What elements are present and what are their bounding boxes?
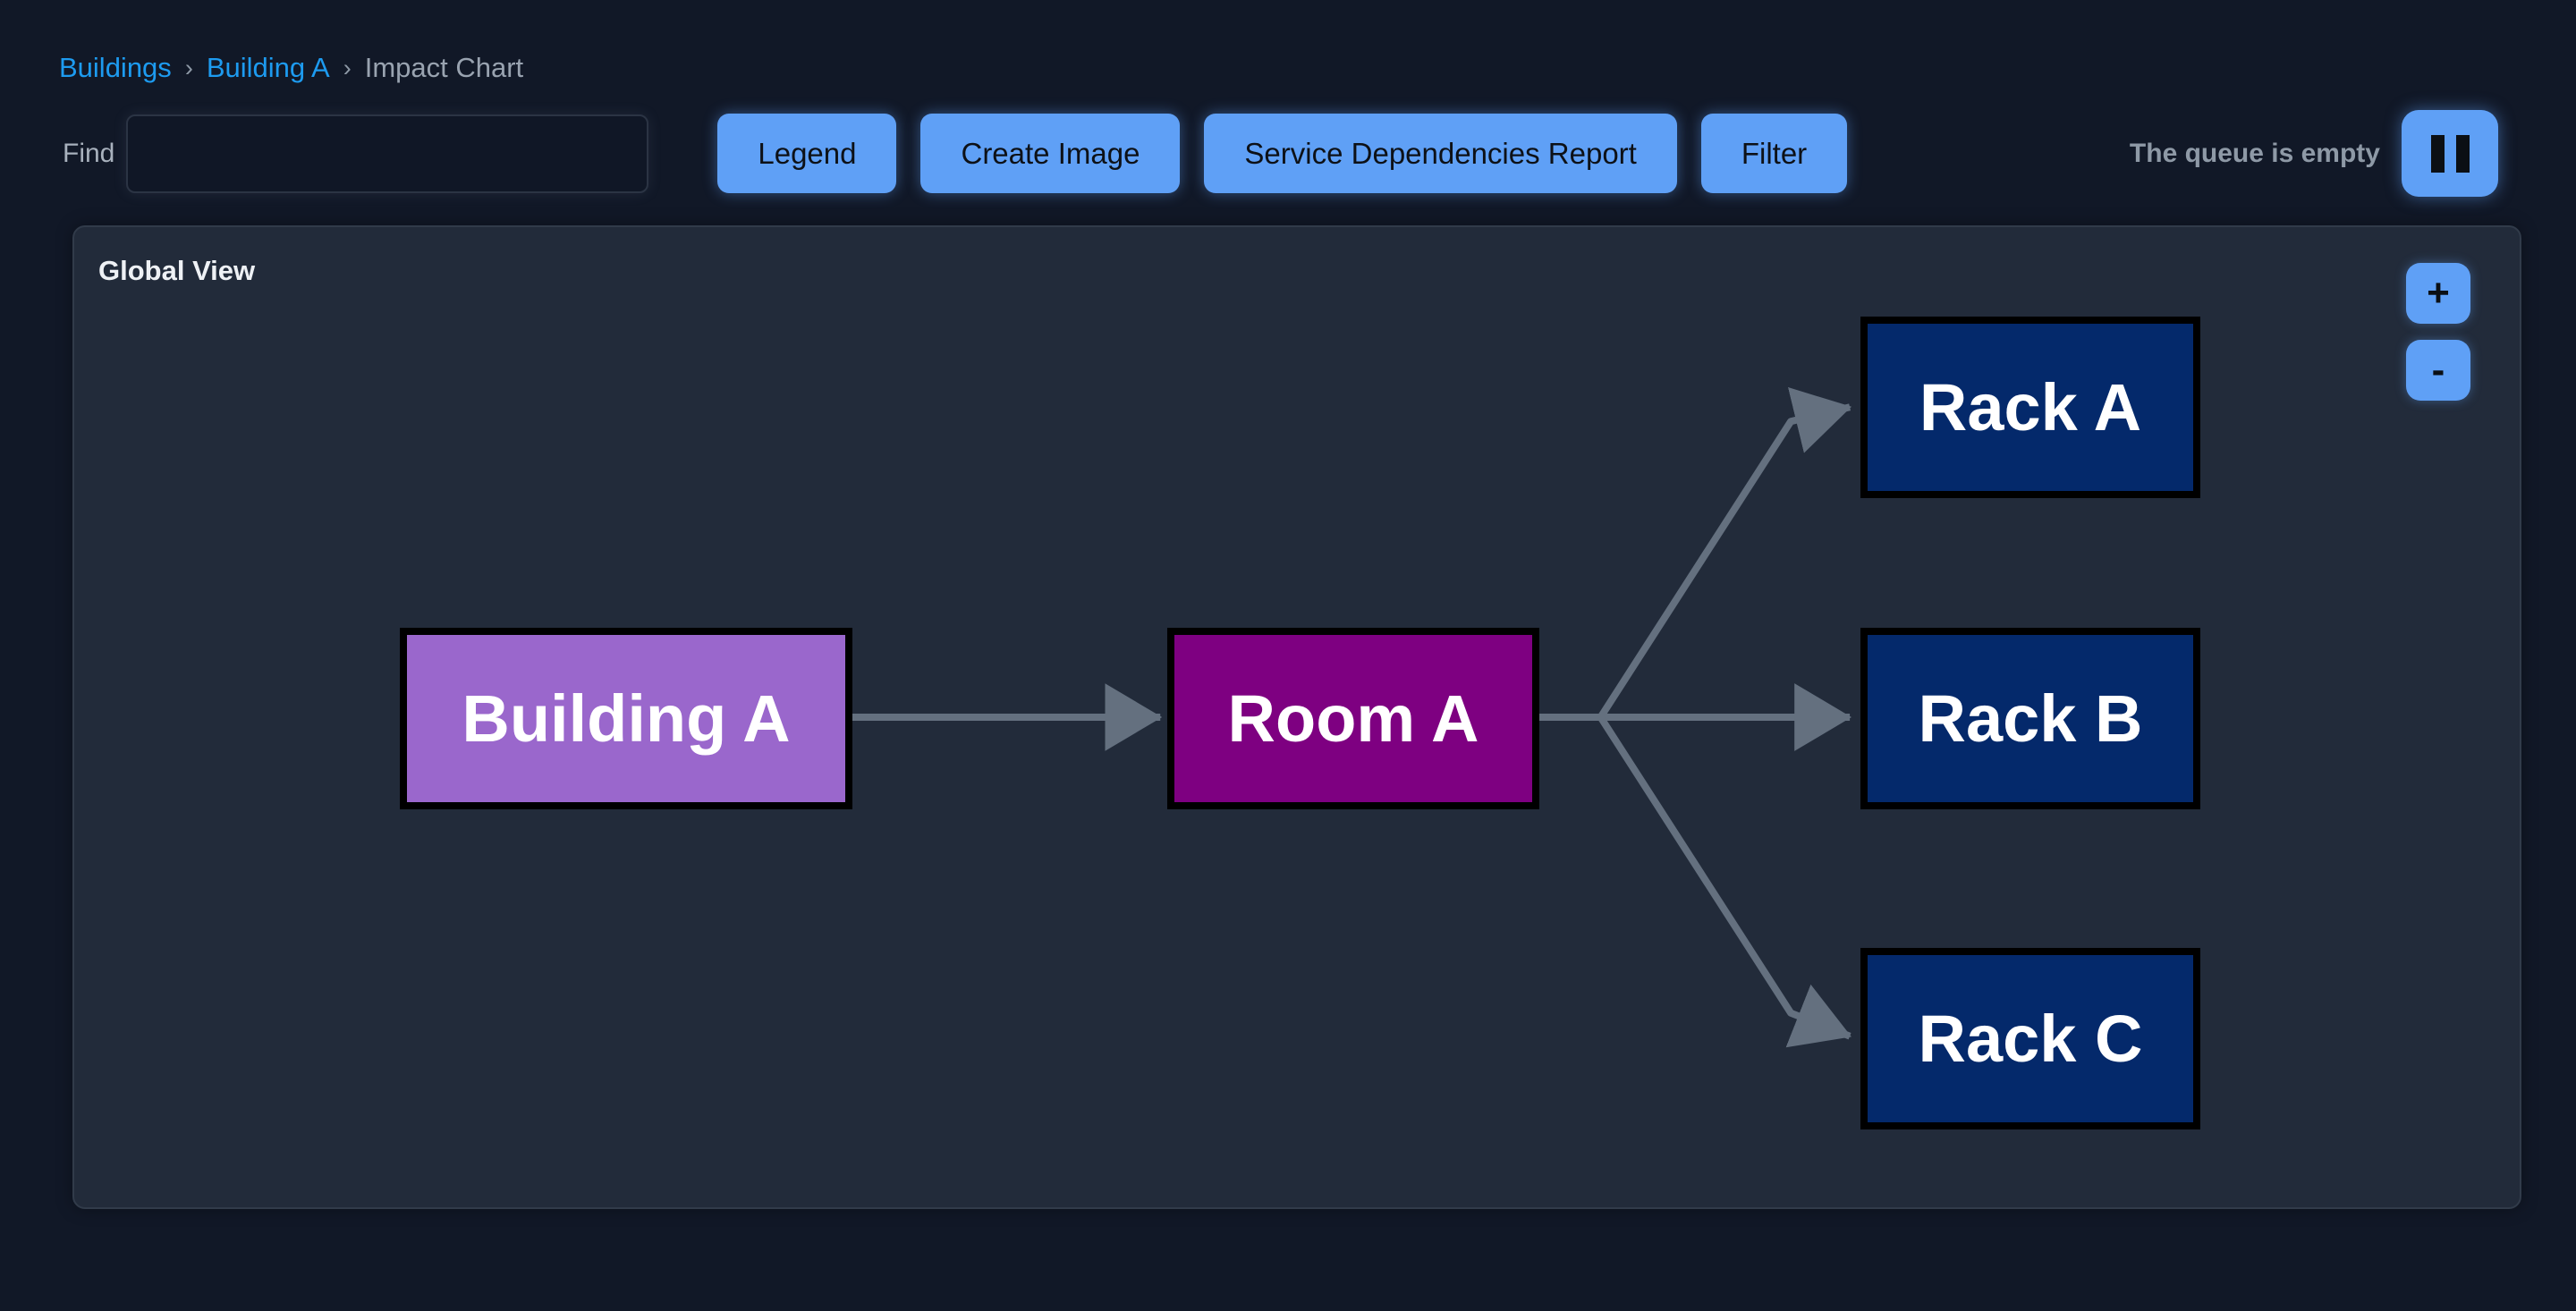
breadcrumb-item-building-a[interactable]: Building A [206, 52, 330, 83]
breadcrumb-item-buildings[interactable]: Buildings [59, 52, 172, 83]
service-dependencies-report-button[interactable]: Service Dependencies Report [1204, 114, 1677, 193]
node-rack-b[interactable]: Rack B [1860, 628, 2200, 809]
queue-status-text: The queue is empty [2129, 138, 2380, 168]
zoom-in-button[interactable]: + [2406, 263, 2470, 324]
impact-chart-diagram: Building A Room A Rack A Rack B Rack C [74, 227, 2520, 1207]
find-label: Find [63, 138, 115, 168]
node-building-a[interactable]: Building A [400, 628, 852, 809]
zoom-controls: + - [2406, 263, 2470, 401]
breadcrumb-item-impact-chart: Impact Chart [364, 52, 524, 83]
edge-fork-to-rack-c [1597, 715, 1852, 1048]
toolbar-buttons: Legend Create Image Service Dependencies R… [717, 114, 1848, 193]
toolbar: Find Legend Create Image Service Dependenc… [63, 110, 2498, 197]
node-rack-c[interactable]: Rack C [1860, 948, 2200, 1129]
create-image-button[interactable]: Create Image [920, 114, 1181, 193]
node-rack-a[interactable]: Rack A [1860, 317, 2200, 498]
find-input[interactable] [126, 114, 649, 193]
node-room-a[interactable]: Room A [1167, 628, 1539, 809]
zoom-out-button[interactable]: - [2406, 340, 2470, 401]
panel-title: Global View [98, 255, 256, 286]
breadcrumb-separator-icon: › [184, 55, 193, 81]
pause-icon [2430, 134, 2445, 173]
edge-fork-to-rack-a [1597, 387, 1852, 720]
global-view-panel: Global View + - Building A Room A Rack A Ra… [72, 225, 2521, 1209]
pause-icon [2455, 134, 2470, 173]
pause-queue-button[interactable] [2402, 110, 2498, 197]
filter-button[interactable]: Filter [1700, 114, 1848, 193]
queue-status-group: The queue is empty [2130, 110, 2498, 197]
breadcrumb-separator-icon: › [343, 55, 352, 81]
legend-button[interactable]: Legend [717, 114, 897, 193]
edges-layer [852, 387, 1852, 1048]
breadcrumb: Buildings › Building A › Impact Chart [59, 50, 523, 86]
